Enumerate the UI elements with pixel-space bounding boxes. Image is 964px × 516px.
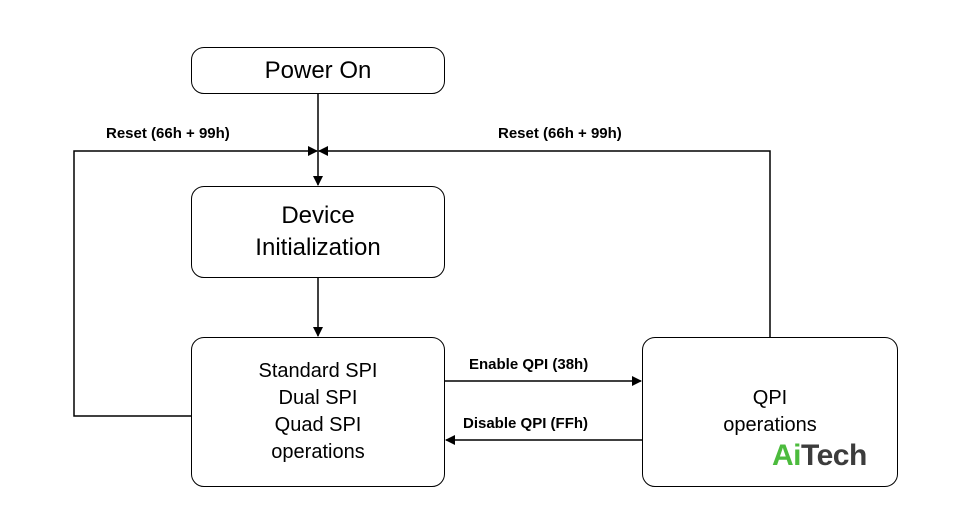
arrow-reset-right-loop <box>318 146 771 337</box>
node-qpi-operations: QPI operations <box>642 337 898 487</box>
edge-label-disable-qpi: Disable QPI (FFh) <box>463 415 589 432</box>
node-spi-line: Dual SPI <box>278 387 358 409</box>
node-device-init-line: Device <box>281 202 355 229</box>
edge-label-enable-qpi: Enable QPI (38h) <box>469 356 589 373</box>
node-spi-operations: Standard SPI Dual SPI Quad SPI operation… <box>191 337 445 487</box>
watermark-part-ai: Ai <box>772 439 802 472</box>
node-power-on: Power On <box>191 47 445 94</box>
node-power-on-label: Power On <box>264 56 372 84</box>
watermark-logo: AiTech <box>772 439 867 473</box>
edge-label-reset-left: Reset (66h + 99h) <box>106 125 230 142</box>
node-device-initialization: Device Initialization <box>191 186 445 278</box>
node-spi-line: operations <box>271 441 365 463</box>
watermark-part-tech: Tech <box>801 439 867 472</box>
node-qpi-line: operations <box>723 414 817 436</box>
node-spi-line: Quad SPI <box>274 414 362 436</box>
node-qpi-line: QPI <box>752 387 788 409</box>
node-device-init-line: Initialization <box>255 234 381 261</box>
edge-label-reset-right: Reset (66h + 99h) <box>498 125 622 142</box>
arrow-reset-left-loop <box>73 146 318 417</box>
node-spi-line: Standard SPI <box>258 360 378 382</box>
